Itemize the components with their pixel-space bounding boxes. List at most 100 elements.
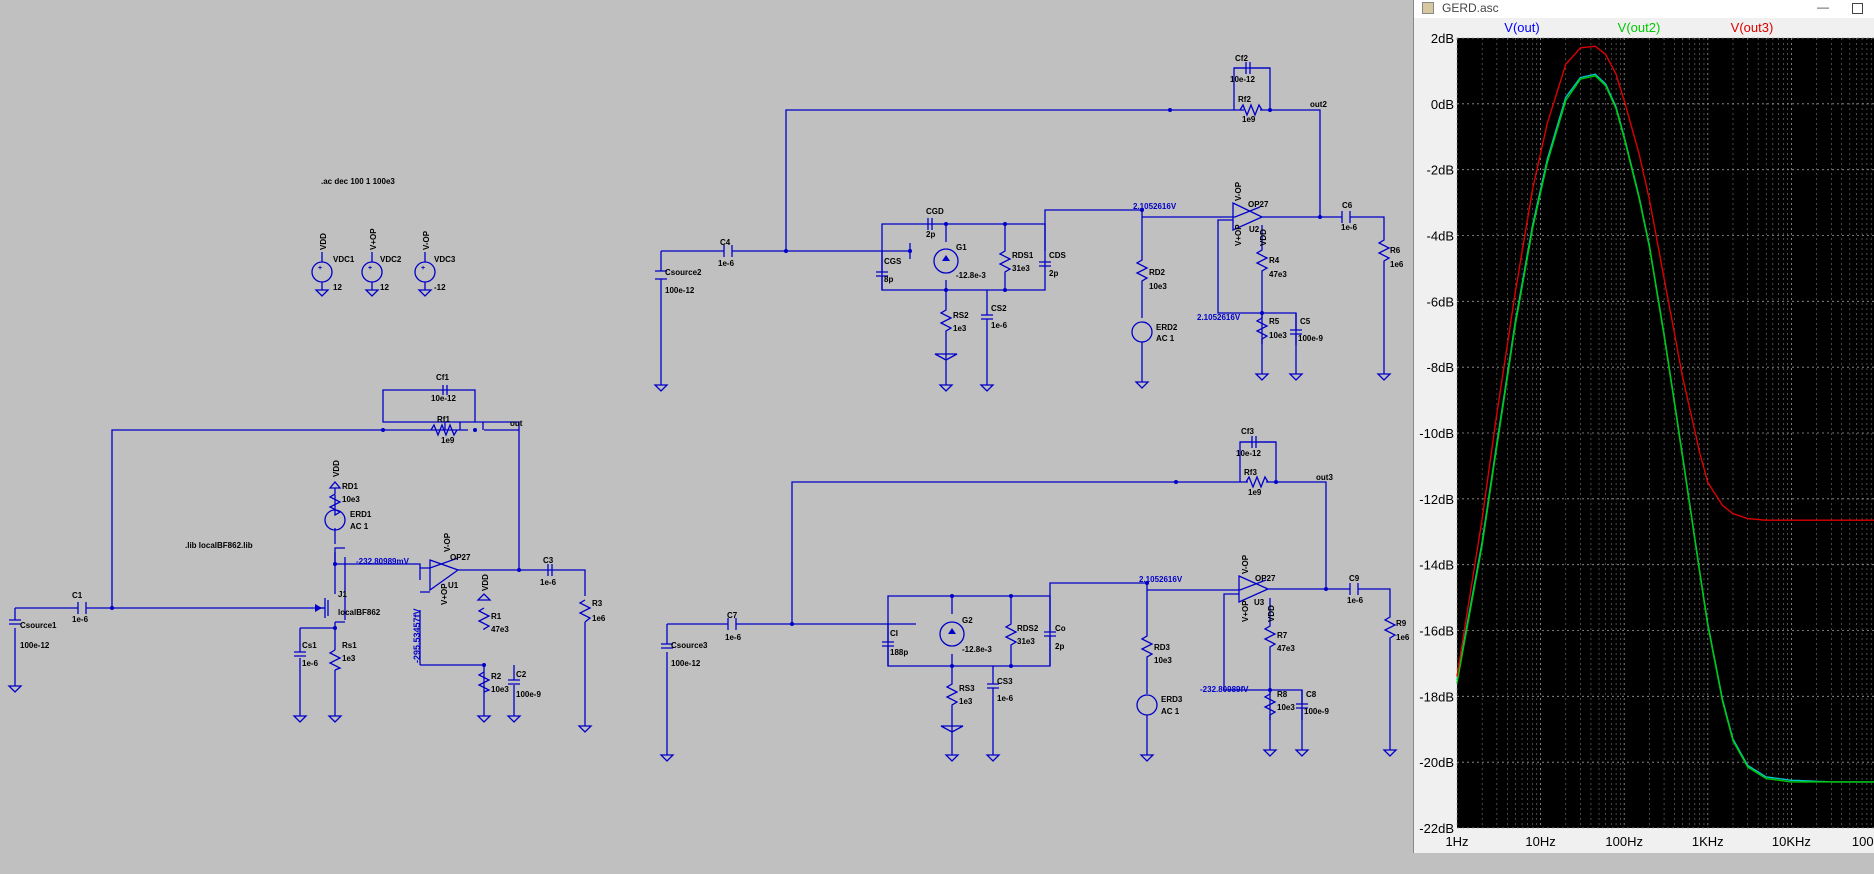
- svg-text:C1: C1: [72, 591, 83, 600]
- maximize-icon[interactable]: [1852, 3, 1863, 14]
- window-title: GERD.asc: [1442, 1, 1499, 15]
- svg-text:10e3: 10e3: [1269, 331, 1287, 340]
- app-icon: [1422, 2, 1434, 14]
- voltage-source-vdc3[interactable]: + V-OP VDC3 -12: [414, 230, 456, 297]
- plot-area[interactable]: [1457, 38, 1874, 828]
- svg-text:-12.8e-3: -12.8e-3: [956, 271, 986, 280]
- svg-text:R3: R3: [592, 599, 603, 608]
- svg-text:1e-6: 1e-6: [1347, 596, 1364, 605]
- svg-text:1e-6: 1e-6: [718, 259, 735, 268]
- svg-text:RDS2: RDS2: [1017, 624, 1039, 633]
- svg-text:VDC1: VDC1: [333, 255, 355, 264]
- svg-text:1e-6: 1e-6: [991, 321, 1008, 330]
- svg-text:100e-9: 100e-9: [1298, 334, 1323, 343]
- ac-directive[interactable]: .ac dec 100 1 100e3: [321, 177, 395, 186]
- svg-text:ERD1: ERD1: [350, 510, 372, 519]
- schematic-canvas[interactable]: .ac dec 100 1 100e3 .lib localBF862.lib …: [0, 0, 1413, 874]
- svg-text:R4: R4: [1269, 256, 1280, 265]
- svg-text:2.1052616V: 2.1052616V: [1133, 202, 1177, 211]
- y-tick-label: -6dB: [1427, 294, 1454, 309]
- svg-text:R7: R7: [1277, 631, 1288, 640]
- svg-text:8p: 8p: [884, 275, 893, 284]
- svg-text:AC 1: AC 1: [1156, 334, 1175, 343]
- waveform-plot[interactable]: 2dB0dB-2dB-4dB-6dB-8dB-10dB-12dB-14dB-16…: [1414, 18, 1874, 853]
- svg-text:Rf1: Rf1: [437, 415, 450, 424]
- legend-entry[interactable]: V(out2): [1618, 20, 1661, 35]
- svg-text:VDD: VDD: [1259, 229, 1268, 246]
- svg-text:1e9: 1e9: [1248, 488, 1262, 497]
- svg-text:+: +: [318, 265, 322, 272]
- svg-text:+: +: [368, 265, 372, 272]
- voltage-source-vdc2[interactable]: + V+OP VDC2 12: [361, 228, 402, 297]
- voltage-source-vdc1[interactable]: + VDD VDC1 12: [311, 233, 355, 297]
- y-tick-label: -20dB: [1419, 755, 1454, 770]
- lib-directive[interactable]: .lib localBF862.lib: [185, 541, 253, 550]
- svg-text:CI: CI: [890, 629, 898, 638]
- svg-text:1e-6: 1e-6: [302, 659, 319, 668]
- legend-entry[interactable]: V(out): [1504, 20, 1539, 35]
- svg-text:1e6: 1e6: [592, 614, 606, 623]
- y-tick-label: -2dB: [1427, 163, 1454, 178]
- circuit-3[interactable]: Cf3 10e-12 Rf3 1e9 out3 C7 1e-6 Csource3…: [659, 427, 1410, 762]
- svg-text:C6: C6: [1342, 201, 1353, 210]
- svg-text:out: out: [510, 419, 523, 428]
- circuit-2[interactable]: Cf2 10e-12 Rf2 1e9 out2 C4 1e-6 Csource2…: [653, 54, 1404, 392]
- svg-text:2.1052616V: 2.1052616V: [1197, 313, 1241, 322]
- svg-text:R5: R5: [1269, 317, 1280, 326]
- svg-text:Cf3: Cf3: [1241, 427, 1254, 436]
- svg-text:C3: C3: [543, 556, 554, 565]
- svg-text:OP27: OP27: [1255, 574, 1276, 583]
- svg-text:-295.53457fV: -295.53457fV: [412, 608, 422, 663]
- circuit-1[interactable]: C1 1e-6 Csource1 100e-12 Cf1 10e-12 Rf1 …: [7, 373, 606, 733]
- y-tick-label: 2dB: [1431, 31, 1454, 46]
- svg-text:10e3: 10e3: [342, 495, 360, 504]
- svg-text:1e6: 1e6: [1396, 633, 1410, 642]
- svg-text:1e-6: 1e-6: [725, 633, 742, 642]
- svg-text:J1: J1: [338, 590, 347, 599]
- svg-text:-232.80989mV: -232.80989mV: [356, 557, 410, 566]
- x-tick-label: 1KHz: [1692, 834, 1724, 849]
- y-tick-label: -14dB: [1419, 558, 1454, 573]
- svg-text:OP27: OP27: [450, 553, 471, 562]
- svg-text:1e3: 1e3: [342, 654, 356, 663]
- svg-text:2p: 2p: [926, 230, 935, 239]
- y-tick-label: -16dB: [1419, 624, 1454, 639]
- svg-text:VDD: VDD: [332, 460, 341, 477]
- svg-text:Rf3: Rf3: [1244, 468, 1257, 477]
- svg-text:OP27: OP27: [1248, 200, 1269, 209]
- svg-text:2p: 2p: [1049, 269, 1058, 278]
- svg-text:100e-12: 100e-12: [671, 659, 701, 668]
- x-tick-label: 100KHz: [1852, 834, 1874, 849]
- minimize-icon[interactable]: —: [1817, 0, 1829, 14]
- svg-text:100e-9: 100e-9: [516, 690, 541, 699]
- svg-text:1e3: 1e3: [953, 324, 967, 333]
- svg-text:1e6: 1e6: [1390, 260, 1404, 269]
- svg-text:10e-12: 10e-12: [1236, 449, 1261, 458]
- svg-text:CS3: CS3: [997, 677, 1013, 686]
- svg-text:100e-12: 100e-12: [20, 641, 50, 650]
- svg-text:C9: C9: [1349, 574, 1360, 583]
- y-tick-label: -18dB: [1419, 689, 1454, 704]
- plot-traces: [1456, 45, 1874, 783]
- trace-vout3[interactable]: [1456, 45, 1874, 677]
- svg-text:R2: R2: [491, 672, 502, 681]
- svg-text:Cs1: Cs1: [302, 641, 317, 650]
- svg-text:RS3: RS3: [959, 684, 975, 693]
- svg-text:1e3: 1e3: [959, 697, 973, 706]
- svg-text:12: 12: [380, 283, 389, 292]
- legend-entry[interactable]: V(out3): [1731, 20, 1774, 35]
- y-tick-label: -4dB: [1427, 229, 1454, 244]
- x-tick-label: 1Hz: [1445, 834, 1468, 849]
- svg-text:C8: C8: [1306, 690, 1317, 699]
- svg-text:1e-6: 1e-6: [72, 615, 89, 624]
- plot-title-bar[interactable]: GERD.asc —: [1414, 0, 1874, 18]
- svg-text:G2: G2: [962, 616, 973, 625]
- svg-text:47e3: 47e3: [1277, 644, 1295, 653]
- svg-text:1e9: 1e9: [1242, 115, 1256, 124]
- svg-text:10e3: 10e3: [491, 685, 509, 694]
- trace-vout2[interactable]: [1456, 75, 1874, 783]
- svg-text:V+OP: V+OP: [1234, 224, 1243, 246]
- svg-text:AC 1: AC 1: [350, 522, 369, 531]
- svg-text:VDC2: VDC2: [380, 255, 402, 264]
